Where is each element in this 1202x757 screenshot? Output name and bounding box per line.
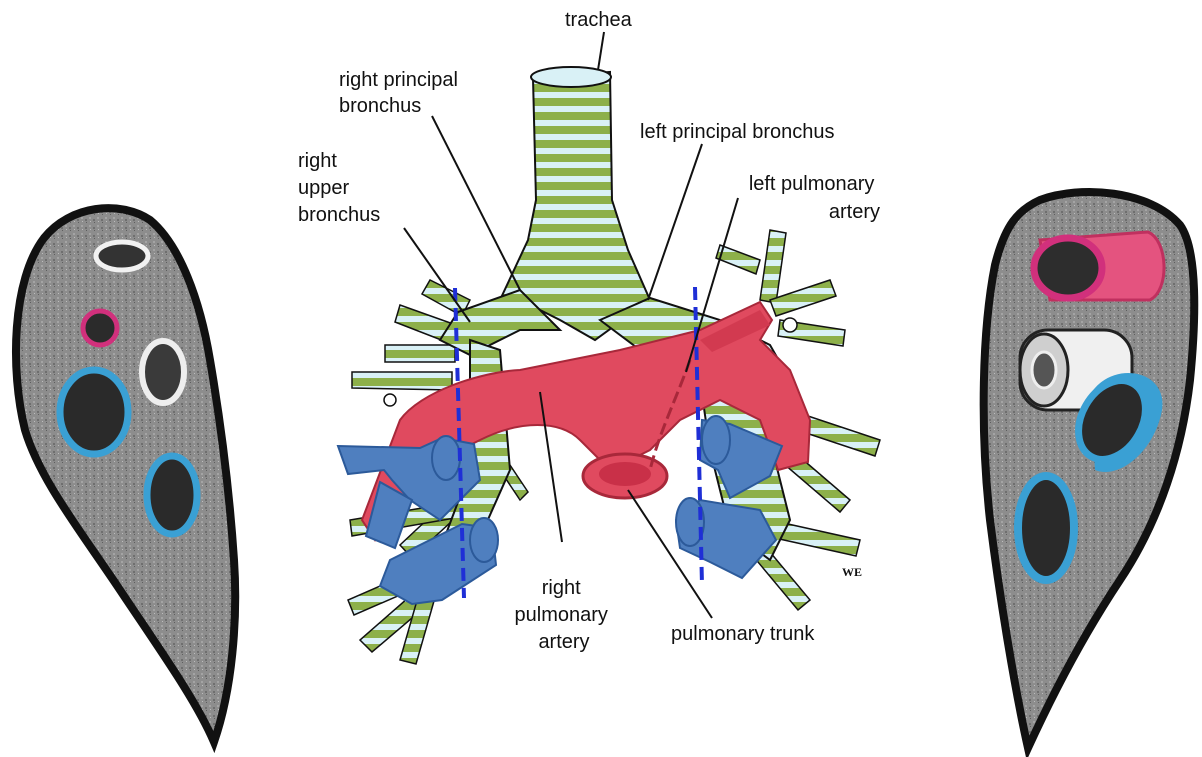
right-lung-section [16, 208, 235, 742]
section-vein-blue [60, 370, 128, 454]
leader-right-upper-bronchus [404, 228, 470, 322]
section-artery-magenta [1034, 238, 1102, 298]
label-right-principal-bronchus: right principal bronchus [339, 69, 464, 117]
label-line: bronchus [298, 204, 380, 226]
label-line: bronchus [339, 95, 421, 117]
section-vein-blue [1018, 476, 1074, 580]
label-right-pulmonary-artery: right pulmonary artery [515, 577, 614, 653]
right-lung-section-outline [16, 208, 235, 742]
section-bronchus-white [96, 242, 148, 270]
label-line: right [542, 577, 581, 599]
section-vein-blue [147, 456, 197, 534]
label-line: right principal [339, 69, 458, 91]
leader-left-principal-bronchus [648, 144, 702, 300]
label-line: upper [298, 177, 349, 199]
pulmonary-trunk-lumen [599, 462, 651, 486]
label-line: artery [538, 631, 589, 653]
label-line: left pulmonary [749, 173, 875, 195]
left-lung-section [984, 192, 1195, 748]
artist-signature: WE [842, 565, 862, 579]
section-vessel-magenta [83, 311, 117, 345]
label-line: pulmonary [515, 604, 608, 626]
label-line: artery [829, 201, 880, 223]
label-pulmonary-trunk: pulmonary trunk [671, 623, 815, 645]
section-bronchus-white [142, 341, 184, 403]
label-left-pulmonary-artery: left pulmonary artery [749, 173, 880, 223]
label-right-upper-bronchus: right upper bronchus [298, 150, 380, 226]
label-line: right [298, 150, 337, 172]
leader-right-principal-bronchus [432, 116, 520, 290]
leader-trachea [598, 32, 604, 70]
label-left-principal-bronchus: left principal bronchus [640, 121, 835, 143]
label-trachea: trachea [565, 9, 633, 31]
section-bronchus-white [1032, 352, 1056, 388]
